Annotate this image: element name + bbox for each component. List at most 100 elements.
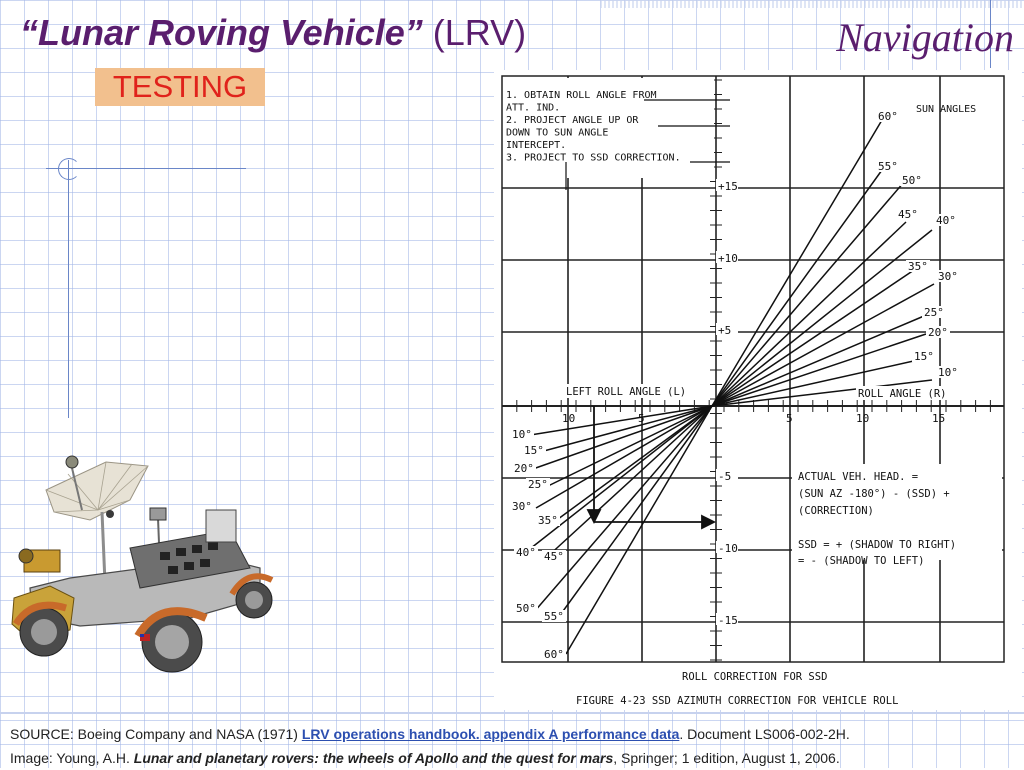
source-link[interactable]: LRV operations handbook. appendix A perf…: [301, 726, 680, 742]
source-prefix: SOURCE: Boeing Company and NASA (1971): [10, 726, 302, 742]
sun-angle-line-upper: [711, 283, 935, 407]
y-tick-label: -10: [718, 542, 738, 555]
right-roll-axis-label: ROLL ANGLE (R): [858, 388, 947, 400]
instruction-line: 3. PROJECT TO SSD CORRECTION.: [506, 153, 681, 164]
slide-title-main: “Lunar Roving Vehicle”: [20, 12, 423, 53]
sun-angle-line-upper: [711, 221, 907, 407]
y-tick-label: +15: [718, 180, 738, 193]
sun-angle-line-lower: [529, 405, 713, 471]
slide-title-abbr: (LRV): [432, 12, 527, 53]
formula-line: (SUN AZ -180°) - (SSD) +: [798, 488, 950, 500]
sun-angles-label: SUN ANGLES: [916, 104, 976, 115]
ssd-note-line: = - (SHADOW TO LEFT): [798, 555, 924, 567]
sun-angle-label: 40°: [516, 546, 536, 559]
sun-angle-label: 60°: [544, 648, 564, 661]
sun-angle-label: 10°: [938, 366, 958, 379]
x-tick-label: 5: [786, 412, 793, 425]
y-tick-labels: +15+10+5-5-10-15: [716, 179, 738, 627]
sun-angle-label: 20°: [514, 462, 534, 475]
sun-angle-line-upper: [711, 229, 933, 407]
image-prefix: Image: Young, A.H.: [10, 750, 134, 766]
instruction-line: ATT. IND.: [506, 103, 560, 114]
sun-angle-line-lower: [547, 405, 713, 487]
sun-angle-label: 35°: [908, 260, 928, 273]
y-axis-caption: ROLL CORRECTION FOR SSD: [682, 671, 827, 683]
sun-angle-label: 55°: [544, 610, 564, 623]
ssd-note-line: SSD = + (SHADOW TO RIGHT): [798, 539, 956, 551]
x-tick-label: 15: [932, 412, 945, 425]
lunar-rover-illustration: [11, 455, 274, 673]
sun-angle-line-lower: [557, 405, 713, 619]
formula-line: ACTUAL VEH. HEAD. =: [798, 471, 918, 483]
footer-divider: [0, 712, 1024, 714]
ssd-azimuth-correction-figure: 1. OBTAIN ROLL ANGLE FROM ATT. IND.2. PR…: [494, 70, 1022, 710]
sun-angle-label: 45°: [898, 208, 918, 221]
y-tick-label: +5: [718, 324, 731, 337]
instruction-line: 1. OBTAIN ROLL ANGLE FROM: [506, 90, 657, 101]
section-title: Navigation: [836, 15, 1014, 60]
y-tick-label: -15: [718, 614, 738, 627]
formula-line: (CORRECTION): [798, 505, 874, 517]
example-arrows: [586, 406, 717, 530]
decorative-vertical-line: [990, 0, 991, 68]
instruction-arrows: [565, 99, 730, 190]
source-footer: SOURCE: Boeing Company and NASA (1971) L…: [10, 722, 1010, 770]
sun-angle-line-lower: [525, 405, 713, 553]
decorative-crosshair-circle: [58, 158, 80, 180]
sun-angle-label: 15°: [914, 350, 934, 363]
instruction-line: INTERCEPT.: [506, 140, 566, 151]
sun-angle-line-upper: [711, 333, 927, 407]
formula-box: [792, 464, 1002, 560]
instructions-box: [504, 78, 714, 178]
left-roll-axis-label: LEFT ROLL ANGLE (L): [566, 386, 686, 398]
sun-angle-line-upper: [711, 181, 905, 407]
sun-angle-label: 15°: [524, 444, 544, 457]
sun-angle-line-lower: [553, 405, 713, 523]
sun-angle-label: 50°: [516, 602, 536, 615]
decorative-crosshair-horizontal: [46, 168, 246, 169]
sun-angle-line-upper: [711, 119, 883, 407]
x-tick-label: 5: [638, 412, 645, 425]
sun-angle-line-lower: [539, 405, 713, 453]
sun-angle-line-upper: [711, 169, 883, 407]
x-tick-label: 10: [562, 412, 575, 425]
instructions-text: 1. OBTAIN ROLL ANGLE FROM ATT. IND.2. PR…: [506, 90, 681, 164]
sun-angle-label: 35°: [538, 514, 558, 527]
slide-title: “Lunar Roving Vehicle” (LRV): [20, 12, 526, 54]
sun-angle-line-lower: [523, 405, 713, 437]
sun-angle-label: 55°: [878, 160, 898, 173]
sun-angle-label: 40°: [936, 214, 956, 227]
source-suffix: . Document LS006-002-2H.: [679, 726, 850, 742]
sun-angle-label: 25°: [924, 306, 944, 319]
heading-formula-text: ACTUAL VEH. HEAD. = (SUN AZ -180°) - (SSD…: [798, 471, 956, 567]
sun-angle-line-lower: [545, 405, 713, 559]
testing-badge: TESTING: [95, 68, 265, 106]
sun-angle-line-lower: [533, 405, 713, 613]
sun-angle-line-lower: [565, 405, 713, 655]
sun-angle-line-upper: [711, 359, 919, 407]
sun-angle-lines: [523, 119, 935, 655]
high-gain-antenna-dish: [45, 461, 149, 584]
sun-angle-label: 30°: [938, 270, 958, 283]
sun-angle-label: 30°: [512, 500, 532, 513]
sun-angle-label: 60°: [878, 110, 898, 123]
sun-angle-label: 25°: [528, 478, 548, 491]
figure-caption: FIGURE 4-23 SSD AZIMUTH CORRECTION FOR V…: [576, 695, 898, 707]
chart-frame: [501, 75, 1005, 663]
sun-angle-line-upper: [711, 269, 915, 407]
decorative-crosshair-vertical: [68, 160, 69, 418]
sun-angle-line-lower: [535, 405, 713, 509]
sun-angle-label: 50°: [902, 174, 922, 187]
top-decorative-strip: [600, 0, 1024, 8]
sun-angle-label: 20°: [928, 326, 948, 339]
instruction-line: 2. PROJECT ANGLE UP OR: [506, 115, 639, 126]
source-citation: SOURCE: Boeing Company and NASA (1971) L…: [10, 722, 1010, 746]
x-tick-label: 10: [856, 412, 869, 425]
x-tick-labels: 10 5 5 10 15: [562, 412, 945, 425]
y-tick-label: +10: [718, 252, 738, 265]
sun-angle-label: 10°: [512, 428, 532, 441]
ssd-correction-chart: 1. OBTAIN ROLL ANGLE FROM ATT. IND.2. PR…: [501, 75, 1005, 707]
sun-angle-label: 45°: [544, 550, 564, 563]
image-citation: Image: Young, A.H. Lunar and planetary r…: [10, 746, 1010, 770]
rover-wheels: [13, 573, 274, 673]
